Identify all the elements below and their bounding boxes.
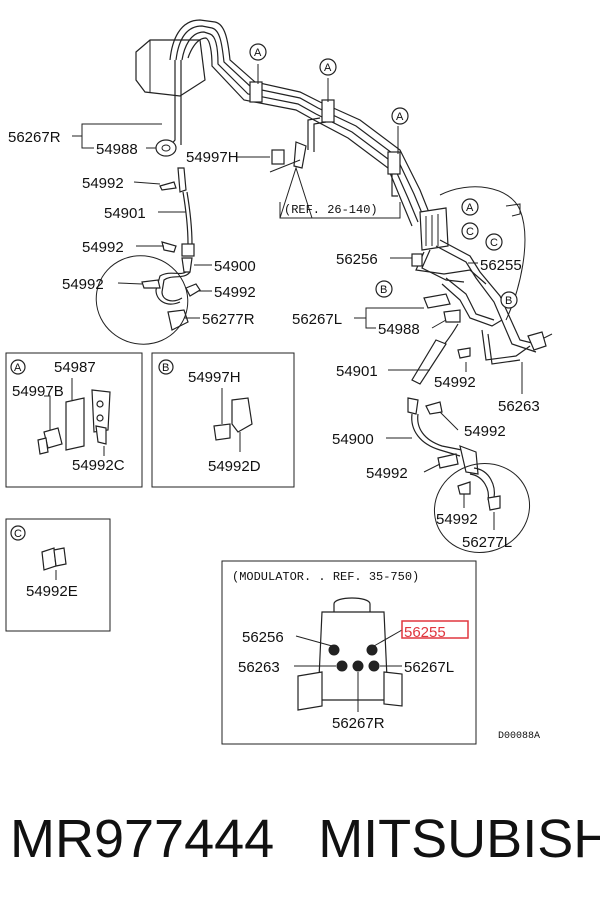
label-ref-26-140: (REF. 26-140) [284,203,378,217]
callout-b-1: B [375,280,393,298]
pipe-clamp-a3 [387,151,401,175]
svg-text:B: B [162,362,169,374]
label-56263: 56263 [498,398,540,415]
part-number: MR977444 [10,809,275,869]
label-54901: 54901 [336,363,378,380]
callout-a-4: A [461,198,479,216]
label-56256: 56256 [336,251,378,268]
callout-a-2: A [319,58,337,76]
fitting-56256 [411,253,423,267]
right-hose-assembly [407,323,531,553]
label-54900: 54900 [214,258,256,275]
ref-bracket [279,202,401,219]
detail-box-a: A 54987 54997B 54992C [5,352,143,488]
label-54997H: 54997H [188,369,241,386]
callout-a-3: A [391,107,409,125]
mid-bracket [269,117,327,173]
modulator-ref-title: (MODULATOR. . REF. 35-750) [232,570,419,584]
label-54992: 54992 [214,284,256,301]
left-hose-assembly [95,139,201,345]
detail-box-c: C 54992E [5,518,111,632]
highlight-box-56255 [401,620,469,639]
svg-text:A: A [466,202,474,214]
label-54988: 54988 [96,141,138,158]
label-54992: 54992 [434,374,476,391]
label-56256-modulator: 56256 [242,629,284,646]
label-54992E: 54992E [26,583,78,600]
leader-lines [72,123,523,530]
label-54992C: 54992C [72,457,125,474]
label-54992: 54992 [82,175,124,192]
label-54992: 54992 [464,423,506,440]
label-54988: 54988 [378,321,420,338]
svg-text:B: B [505,295,512,307]
brake-booster [419,186,526,321]
label-56263-modulator: 56263 [238,659,280,676]
svg-text:A: A [324,62,332,74]
drawing-code: D00088A [498,731,540,742]
pipe-clamp-a1 [249,81,263,103]
footer-caption: MR977444 MITSUBISHI [10,808,600,878]
brake-line-diagram: A A A [5,19,553,745]
label-54997H: 54997H [186,149,239,166]
fitting-54988-right [443,309,461,323]
callout-b-2: B [500,291,518,309]
right-pipe-run [415,239,541,365]
label-54992: 54992 [62,276,104,293]
label-54992: 54992 [82,239,124,256]
label-56267R-modulator: 56267R [332,715,385,732]
fitting-56263 [527,331,547,351]
label-54900: 54900 [332,431,374,448]
svg-text:A: A [396,111,404,123]
callout-a-1: A [249,43,267,61]
label-54997B: 54997B [12,383,64,400]
modulator-box: (MODULATOR. . REF. 35-750) 56256 56255 5… [221,560,477,745]
svg-text:A: A [14,362,22,374]
brake-pipe-bundle [167,19,431,227]
svg-text:C: C [466,226,474,238]
master-cylinder-bracket [135,39,206,97]
detail-box-b: B 54997H 54992D [151,352,295,488]
svg-text:C: C [490,237,498,249]
label-54901: 54901 [104,205,146,222]
label-56277R: 56277R [202,311,255,328]
svg-text:A: A [254,47,262,59]
label-54992: 54992 [436,511,478,528]
label-56277L: 56277L [462,534,512,551]
callout-c-2: C [485,233,503,251]
label-54992D: 54992D [208,458,261,475]
label-54987: 54987 [54,359,96,376]
pipe-clamp-a2 [321,99,335,123]
label-54992: 54992 [366,465,408,482]
label-56267L-modulator: 56267L [404,659,454,676]
svg-text:C: C [14,528,22,540]
label-56255-modulator-highlighted: 56255 [404,624,446,641]
brand-name: MITSUBISHI [318,809,600,869]
callout-c-1: C [461,222,479,240]
svg-text:B: B [380,284,387,296]
label-56255: 56255 [480,257,522,274]
ref-bracket-line [279,166,313,219]
label-56267R: 56267R [8,129,61,146]
label-56267L: 56267L [292,311,342,328]
clip-b-upper [423,293,451,309]
